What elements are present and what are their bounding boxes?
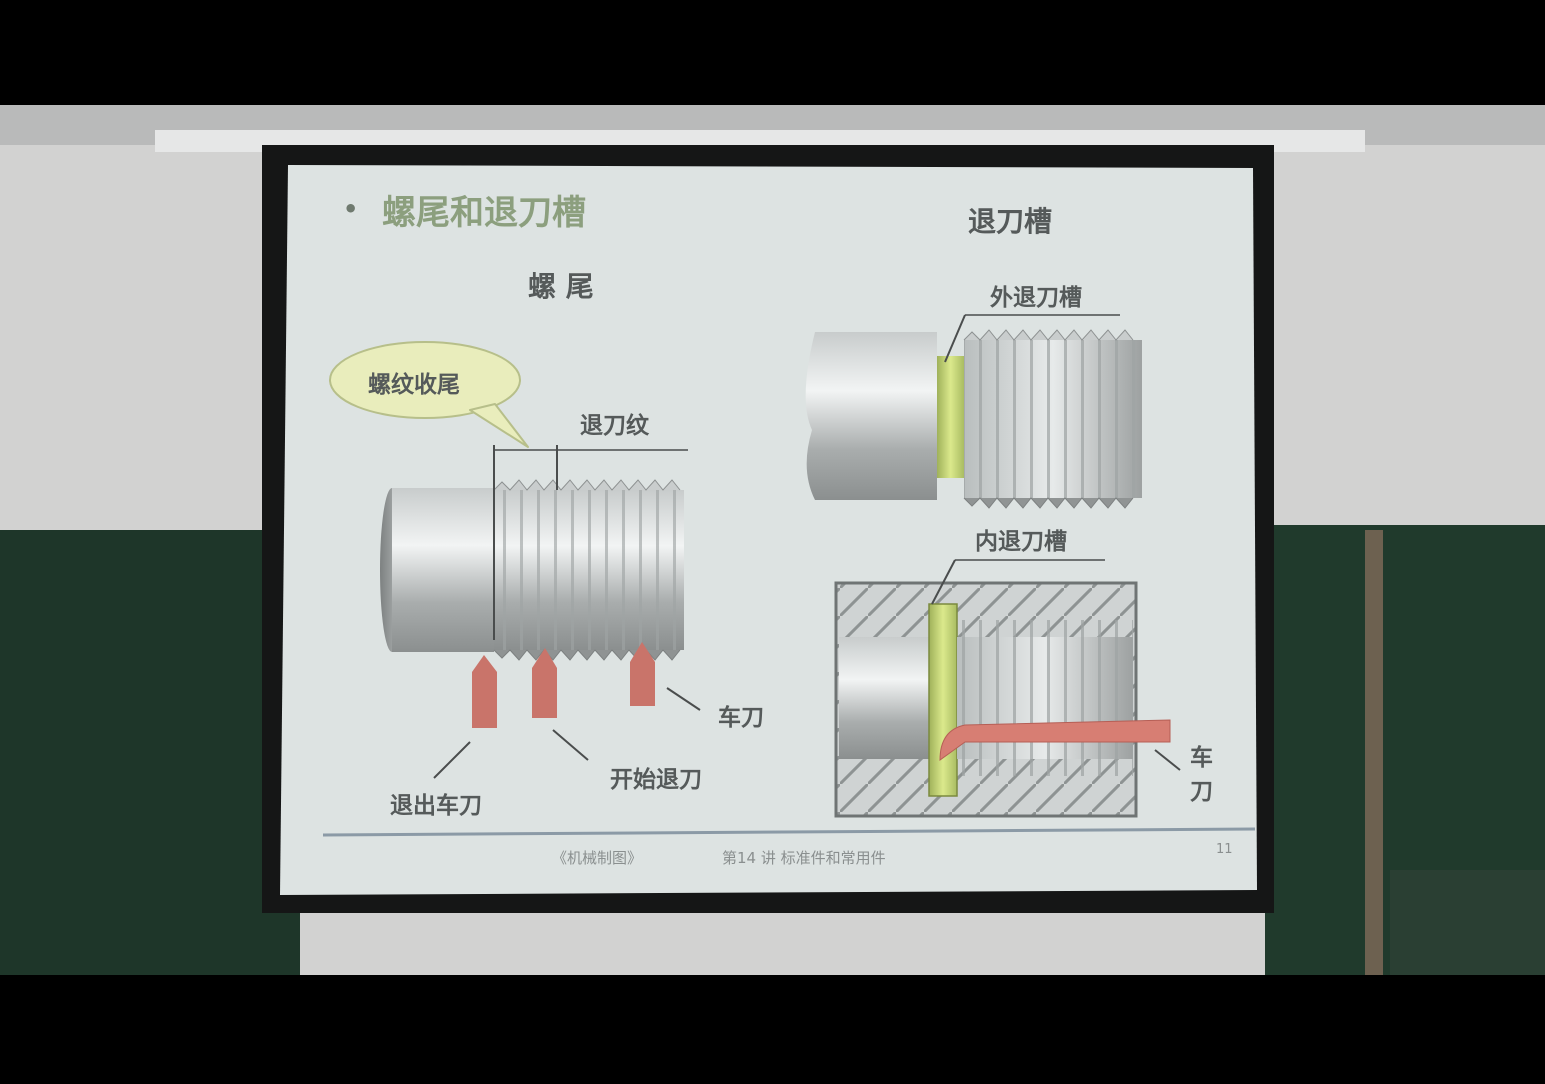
bottom-letterbox bbox=[0, 975, 1545, 1080]
page-number: 11 bbox=[1216, 842, 1233, 857]
label-exit-tool: 退出车刀 bbox=[390, 793, 482, 819]
outer-groove-diagram bbox=[805, 314, 1142, 509]
label-tuidaowen: 退刀纹 bbox=[580, 413, 649, 439]
footer-rule bbox=[322, 827, 1256, 837]
heading-tuidaocao: 退刀槽 bbox=[968, 205, 1053, 238]
top-letterbox bbox=[0, 0, 1545, 105]
label-inner-groove: 内退刀槽 bbox=[975, 529, 1067, 555]
label-inner-tool-1: 车 bbox=[1190, 745, 1213, 771]
tool-cut bbox=[630, 642, 655, 706]
heading-luowei: 螺 尾 bbox=[528, 270, 594, 303]
slide-title: 螺尾和退刀槽 bbox=[382, 193, 586, 233]
footer-lecture: 第14 讲 标准件和常用件 bbox=[722, 849, 886, 867]
thread-runout-diagram bbox=[329, 341, 701, 779]
tool-start bbox=[532, 648, 557, 718]
label-start-retract: 开始退刀 bbox=[610, 767, 702, 793]
chalkboard-left bbox=[0, 530, 300, 975]
tool-exit bbox=[472, 655, 497, 728]
title-bullet: • bbox=[343, 195, 359, 223]
label-outer-groove: 外退刀槽 bbox=[990, 285, 1082, 311]
label-tool-right: 车刀 bbox=[718, 705, 764, 731]
callout-bubble bbox=[329, 341, 521, 419]
label-inner-tool-2: 刀 bbox=[1190, 779, 1213, 805]
callout-text: 螺纹收尾 bbox=[368, 372, 460, 398]
inner-tool bbox=[939, 719, 1171, 761]
footer-course: 《机械制图》 bbox=[552, 849, 643, 867]
inner-groove-diagram bbox=[834, 559, 1181, 818]
